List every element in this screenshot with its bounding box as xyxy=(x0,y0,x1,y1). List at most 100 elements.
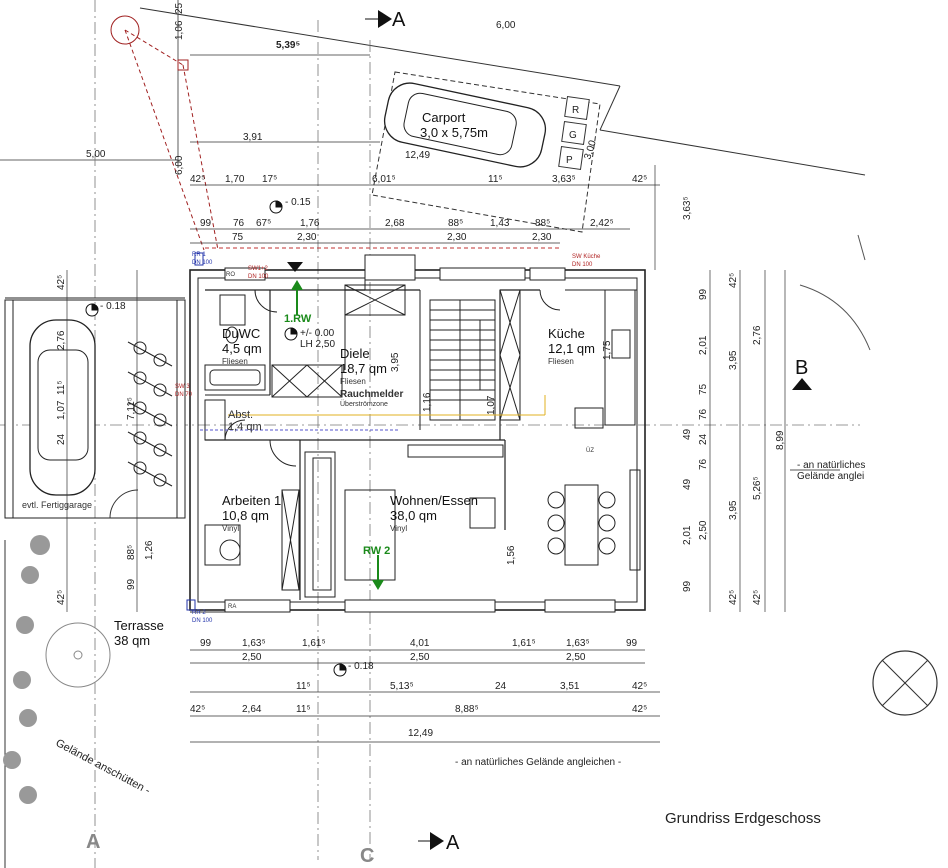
dimension-label: 3,63⁵ xyxy=(552,174,576,185)
dimension-label: 42⁵ xyxy=(632,174,647,185)
room-duwc-name: DuWC xyxy=(222,326,260,341)
bathroom-fixtures xyxy=(204,294,266,441)
dimension-label: 1,43 xyxy=(490,218,510,229)
dn70-label: DN 70 xyxy=(175,392,193,398)
dimension-label: 42⁵ xyxy=(56,590,67,605)
dimension-label: 2,30 xyxy=(532,232,552,243)
room-arbeiten-name: Arbeiten 1 xyxy=(222,493,281,508)
dimension-label: 99 xyxy=(698,288,709,300)
dimension-label: 24 xyxy=(698,433,709,445)
dims-site: 6,00 5,39⁵ 1,06 25 3,91 5,00 6,00 12,49 … xyxy=(86,2,693,220)
dimension-label: 6,01⁵ xyxy=(372,174,396,185)
ueberstroemzone-label: Überströmzone xyxy=(340,400,388,408)
dimension-label: 2,50 xyxy=(566,652,586,663)
dimension-label: 8,99 xyxy=(775,430,786,450)
dimension-label: 1,26 xyxy=(144,540,155,560)
dimension-label: 88⁵ xyxy=(535,218,550,229)
dimension-label: 11⁵ xyxy=(296,704,311,715)
dimension-label: 2,68 xyxy=(385,218,405,229)
room-abst-area: 1,4 qm xyxy=(228,421,262,433)
dimension-label: 76 xyxy=(698,458,709,470)
dimension-label: 99 xyxy=(126,578,137,590)
ra-label: RA xyxy=(228,604,236,610)
dimension-label: 3,51 xyxy=(560,681,580,692)
dimension-label: 42⁵ xyxy=(752,590,763,605)
service-lines xyxy=(186,247,560,611)
rw1-label: 1.RW xyxy=(284,313,312,325)
dims-top: 42⁵ 1,70 17⁵ 6,01⁵ 11⁵ 3,63⁵ 42⁵ 99 76 6… xyxy=(190,174,647,243)
rauchmelder-label: Rauchmelder xyxy=(340,389,403,400)
dimension-label: 76 xyxy=(233,218,245,229)
dimension-label: 67⁵ xyxy=(256,218,271,229)
dimension-label: 1,56 xyxy=(506,545,517,565)
dimension-label: 3,95 xyxy=(728,500,739,520)
dimension-label: 12,49 xyxy=(405,150,430,161)
dimension-label: 5,13⁵ xyxy=(390,681,414,692)
dimension-label: 11⁵ xyxy=(488,174,503,185)
dimension-label: 3,95 xyxy=(728,350,739,370)
dimension-label: 99 xyxy=(626,638,638,649)
dimension-label: 2,76 xyxy=(56,330,67,350)
dimension-label: 42⁵ xyxy=(632,704,647,715)
dimension-label: 49 xyxy=(682,478,693,490)
dimension-label: 99 xyxy=(682,580,693,592)
dimension-label: 2,30 xyxy=(297,232,317,243)
bin-g-label: G xyxy=(569,130,577,141)
section-c: C xyxy=(360,845,374,867)
sw3-label: SW 3 xyxy=(175,384,190,390)
living-furniture xyxy=(204,451,641,598)
dims-misc: 3,95 1,16 1,07 1,56 1,75 xyxy=(390,340,613,565)
dimension-label: 2,64 xyxy=(242,704,262,715)
dimension-label: 76 xyxy=(698,408,709,420)
dimension-label: 2,30 xyxy=(447,232,467,243)
level-m018b-label: - 0.18 xyxy=(348,661,374,672)
dims-right: 99 2,01 75 3,95 76 49 24 76 49 3,95 2,01… xyxy=(682,273,786,605)
carport: R G P Carport 3,0 x 5,75m xyxy=(371,71,601,233)
dimension-label: 1,63⁵ xyxy=(242,638,266,649)
dimension-label: 42⁵ xyxy=(632,681,647,692)
dimension-label: 2,42⁵ xyxy=(590,218,614,229)
gelaende-anschuetten-label: Gelände anschütten - xyxy=(54,737,153,797)
dimension-label: 11⁵ xyxy=(56,380,67,395)
dimension-label: 1,06 xyxy=(174,20,185,40)
room-wohnen-area: 38,0 qm xyxy=(390,508,437,523)
rw2-label: RW 2 xyxy=(363,545,390,557)
dimension-label: 42⁵ xyxy=(190,704,205,715)
dn100a-label: DN 100 xyxy=(192,260,213,266)
uz-label: ÜZ xyxy=(586,447,594,454)
section-a-left: A xyxy=(86,831,100,853)
dimension-label: 1,76 xyxy=(300,218,320,229)
dimension-label: 88⁵ xyxy=(126,545,137,560)
rw-arrows xyxy=(287,262,384,590)
gelaende-right-label-2: Gelände anglei xyxy=(797,471,864,482)
bin-r-label: R xyxy=(572,105,579,116)
section-a-top: A xyxy=(392,9,406,31)
section-markers xyxy=(365,10,812,850)
dimension-label: 17⁵ xyxy=(262,174,277,185)
dimension-label: 5,00 xyxy=(86,149,106,160)
level-m018a-label: - 0.18 xyxy=(100,301,126,312)
dimension-label: 8,88⁵ xyxy=(455,704,479,715)
section-b: B xyxy=(795,357,808,379)
room-labels: DuWC 4,5 qm Fliesen Diele 18,7 qm Fliese… xyxy=(222,326,595,533)
annotations: Rauchmelder Überströmzone 1.RW RW 2 +/- … xyxy=(100,197,865,768)
dimension-lines xyxy=(66,165,786,743)
plan-title: Grundriss Erdgeschoss xyxy=(665,810,821,827)
dimension-label: 6,00 xyxy=(174,155,185,175)
bicycle-icon xyxy=(127,341,173,487)
dimension-label: 42⁵ xyxy=(728,590,739,605)
dimension-label: 49 xyxy=(682,428,693,440)
dimension-label: 2,76 xyxy=(752,325,763,345)
room-terrasse-area: 38 qm xyxy=(114,633,150,648)
room-abst-name: Abst. xyxy=(228,409,253,421)
dimension-label: 1,75 xyxy=(602,340,613,360)
dimension-label: 3,91 xyxy=(243,132,263,143)
dimension-label: 24 xyxy=(56,433,67,445)
gelaende-angleichen-label: - an natürliches Gelände angleichen - xyxy=(455,757,621,768)
level-m015-label: - 0.15 xyxy=(285,197,311,208)
kitchen-units xyxy=(407,289,636,458)
dimension-label: 42⁵ xyxy=(190,174,205,185)
room-kueche-name: Küche xyxy=(548,326,585,341)
dimension-label: 1,16 xyxy=(422,392,433,412)
room-kueche-floor: Fliesen xyxy=(548,357,574,366)
